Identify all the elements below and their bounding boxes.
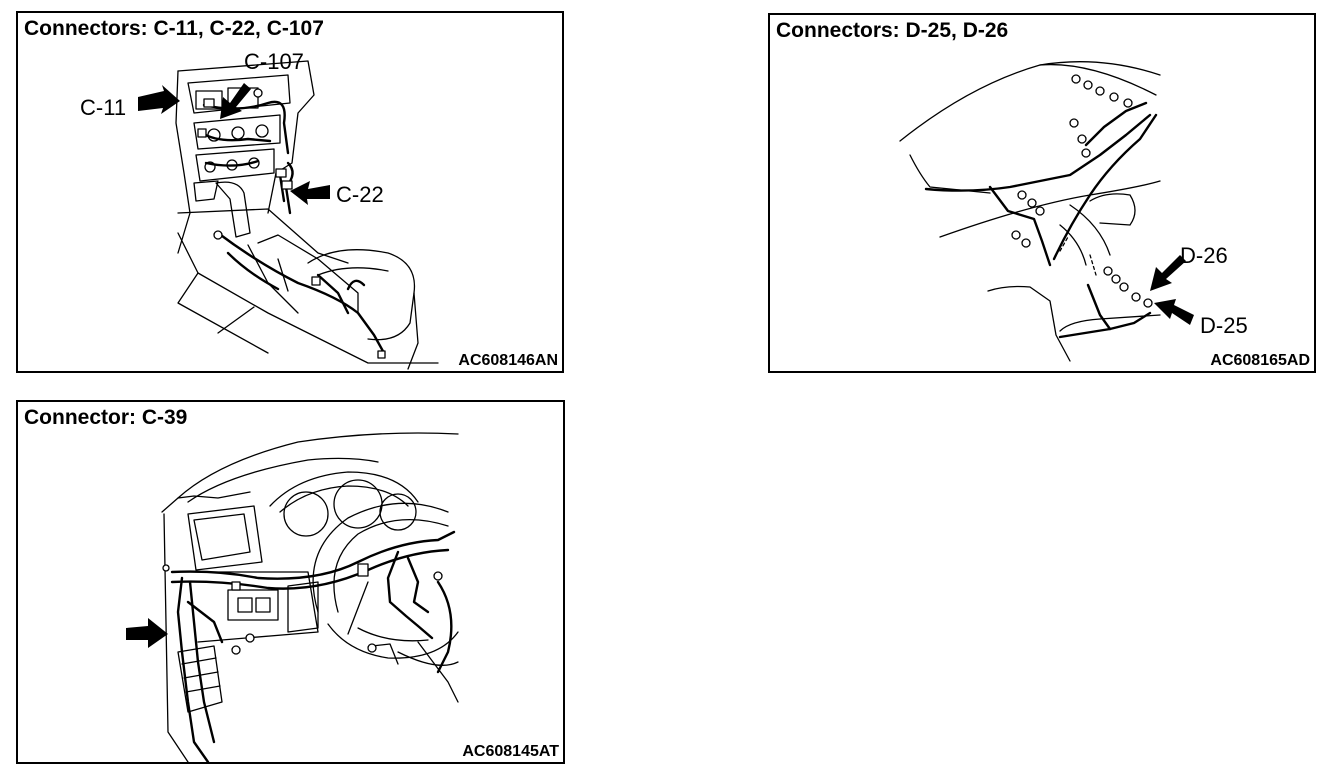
diagram-panel-d25-d26: Connectors: D-25, D-26 <box>768 13 1316 373</box>
callout-arrow <box>126 618 168 648</box>
callout-arrows <box>1150 255 1194 325</box>
figure-code: AC608146AN <box>458 352 558 369</box>
callout-label-c107: C-107 <box>244 49 304 74</box>
callout-label-d25: D-25 <box>1200 313 1248 338</box>
panel-title: Connectors: D-25, D-26 <box>776 19 1009 42</box>
figure-code: AC608165AD <box>1210 352 1310 369</box>
panel-title: Connector: C-39 <box>24 406 188 429</box>
callout-label-c22: C-22 <box>336 182 384 207</box>
callout-label-d26: D-26 <box>1180 243 1228 268</box>
diagram-panel-c39: Connector: C-39 <box>16 400 565 764</box>
figure-code: AC608145AT <box>462 743 559 760</box>
console-wiring-illustration <box>138 60 439 370</box>
rear-compartment-wiring-illustration <box>899 61 1194 362</box>
callout-label-c11: C-11 <box>80 95 127 120</box>
panel-title: Connectors: C-11, C-22, C-107 <box>24 17 324 40</box>
instrument-panel-wiring-illustration <box>126 432 459 762</box>
diagram-panel-c11-c22-c107: Connectors: C-11, C-22, C-107 <box>16 11 564 373</box>
callout-arrows <box>138 83 330 205</box>
